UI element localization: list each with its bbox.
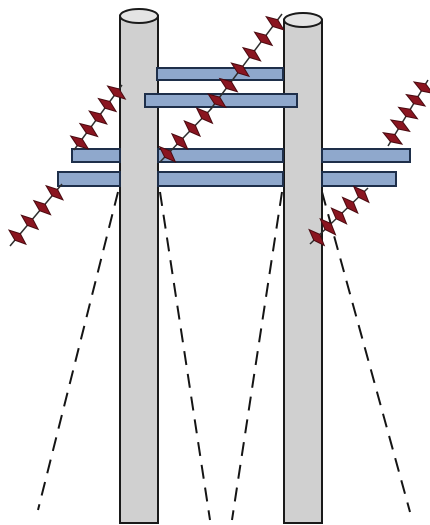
insulator-center	[158, 107, 214, 163]
right-pole-top	[283, 12, 323, 28]
insulator-far-left	[7, 183, 65, 247]
insulator-disc	[88, 110, 108, 125]
insulator-strings	[7, 13, 430, 247]
insulator-disc	[78, 122, 99, 138]
insulator-disc	[183, 119, 202, 138]
insulator-disc	[319, 217, 337, 236]
right-pole	[283, 12, 323, 524]
insulator-disc	[45, 184, 65, 201]
insulator-rod	[209, 13, 283, 111]
insulator-disc	[253, 31, 274, 47]
guy-line-left-inner	[159, 191, 211, 521]
insulator-disc	[241, 46, 262, 62]
guy-line-left-outer	[37, 191, 119, 511]
insulator-disc	[405, 93, 427, 107]
guy-lines	[37, 191, 411, 521]
insulator-disc	[308, 228, 326, 247]
insulator-disc	[20, 214, 40, 231]
insulator-disc	[69, 135, 90, 150]
insulator-disc	[32, 199, 52, 216]
insulator-disc	[106, 85, 127, 100]
insulator-disc	[412, 81, 430, 94]
guy-line-right-inner	[231, 191, 283, 521]
insulator-disc	[195, 107, 214, 125]
insulator-disc	[341, 196, 359, 215]
insulator-right	[308, 185, 370, 247]
left-pole	[119, 8, 159, 524]
insulator-far-right	[382, 79, 430, 147]
insulator-left-arm	[69, 84, 127, 151]
poles	[119, 8, 323, 524]
insulator-disc	[230, 62, 251, 78]
insulator-disc	[158, 145, 177, 163]
insulator-disc	[389, 119, 411, 133]
insulator-disc	[397, 106, 419, 120]
insulator-disc	[382, 132, 404, 145]
guy-line-right-outer	[321, 191, 411, 513]
crossarm-fronts	[57, 67, 411, 187]
insulator-disc	[97, 97, 118, 113]
left-pole-top	[119, 8, 159, 24]
insulator-disc	[218, 77, 239, 93]
insulator-disc	[7, 229, 27, 246]
insulator-top	[207, 13, 285, 111]
insulator-disc	[265, 15, 285, 31]
insulator-disc	[170, 132, 189, 151]
insulator-disc	[330, 207, 348, 225]
insulator-disc	[207, 93, 227, 109]
insulator-disc	[352, 185, 370, 204]
